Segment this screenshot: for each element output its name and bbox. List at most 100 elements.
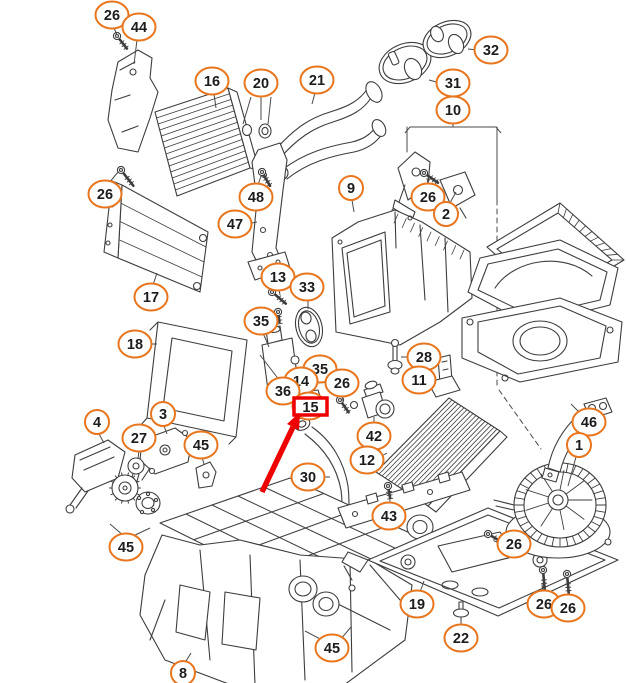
callout-36: 36 [265, 376, 301, 406]
callout-45: 45 [314, 633, 350, 663]
callout-44: 44 [121, 12, 157, 42]
svg-text:42: 42 [366, 429, 382, 445]
callout-32: 32 [473, 35, 509, 65]
insulation-frame [139, 321, 248, 445]
callout-9: 9 [338, 175, 364, 201]
callout-1: 1 [566, 432, 592, 458]
coupler-45a [195, 461, 217, 489]
callout-22: 22 [443, 623, 479, 653]
ac-housing-upper [331, 209, 473, 346]
plug-28 [387, 338, 403, 375]
svg-text:43: 43 [381, 509, 397, 525]
svg-text:36: 36 [275, 384, 291, 400]
svg-text:26: 26 [334, 376, 350, 392]
callout-19: 19 [399, 589, 435, 619]
bracket-43 [337, 471, 471, 529]
callout-46: 46 [571, 407, 607, 437]
couplers-45b [109, 472, 161, 515]
callout-33: 33 [289, 272, 325, 302]
svg-text:45: 45 [118, 540, 134, 556]
callout-45: 45 [183, 430, 219, 460]
bulkhead-gasket-31 [378, 41, 432, 85]
screw-22 [452, 601, 470, 624]
callout-26: 26 [410, 182, 446, 212]
svg-text:26: 26 [506, 537, 522, 553]
svg-text:21: 21 [309, 73, 325, 89]
svg-text:3: 3 [159, 407, 167, 423]
callout-17: 17 [133, 282, 169, 312]
svg-text:26: 26 [420, 190, 436, 206]
highlighted-part-number: 15 [302, 400, 318, 416]
callout-45: 45 [108, 532, 144, 562]
callout-11: 11 [401, 365, 437, 395]
svg-text:28: 28 [416, 350, 432, 366]
callout-30: 30 [290, 462, 326, 492]
callout-26: 26 [87, 179, 123, 209]
callout-26: 26 [94, 0, 130, 30]
coolant-pipes [272, 81, 387, 180]
bracket-47 [247, 142, 291, 281]
svg-text:13: 13 [270, 270, 286, 286]
svg-text:2: 2 [442, 207, 450, 223]
svg-text:12: 12 [359, 453, 375, 469]
svg-text:26: 26 [104, 8, 120, 24]
svg-text:26: 26 [97, 187, 113, 203]
svg-text:1: 1 [575, 438, 583, 454]
callout-4: 4 [84, 409, 110, 435]
callout-2: 2 [433, 201, 459, 227]
svg-text:26: 26 [560, 601, 576, 617]
callout-43: 43 [371, 501, 407, 531]
callout-26: 26 [550, 593, 586, 623]
grommets-45c [288, 565, 356, 617]
highlight-annotation: 15 [259, 396, 329, 494]
callout-8: 8 [170, 660, 196, 683]
evaporator-core [154, 87, 260, 197]
svg-text:27: 27 [131, 431, 147, 447]
callout-42: 42 [356, 421, 392, 451]
callout-31: 31 [435, 68, 471, 98]
svg-text:35: 35 [253, 314, 269, 330]
svg-text:4: 4 [93, 415, 101, 431]
svg-text:17: 17 [143, 290, 159, 306]
svg-text:10: 10 [445, 103, 461, 119]
callout-35: 35 [243, 306, 279, 336]
callout-20: 20 [243, 68, 279, 98]
callout-12: 12 [349, 445, 385, 475]
svg-text:26: 26 [536, 597, 552, 613]
svg-text:22: 22 [453, 631, 469, 647]
callout-26: 26 [496, 529, 532, 559]
callout-21: 21 [299, 65, 335, 95]
shutoff-valve-42 [349, 380, 395, 419]
svg-text:18: 18 [127, 337, 143, 353]
svg-text:11: 11 [411, 373, 426, 389]
svg-text:46: 46 [581, 415, 597, 431]
callout-26: 26 [324, 368, 360, 398]
bulkhead-gasket-32 [422, 19, 472, 59]
pipe-seals [241, 123, 272, 139]
highlight-box-15: 15 [292, 396, 329, 417]
svg-text:45: 45 [324, 641, 340, 657]
svg-text:32: 32 [483, 43, 499, 59]
oval-seal-33 [294, 306, 324, 348]
callout-16: 16 [194, 66, 230, 96]
servo-motor-4 [65, 439, 126, 514]
svg-text:16: 16 [204, 74, 220, 90]
svg-text:19: 19 [409, 597, 425, 613]
blower-fan [493, 462, 612, 559]
callout-13: 13 [260, 262, 296, 292]
svg-text:44: 44 [131, 20, 147, 36]
callout-48: 48 [238, 182, 274, 212]
mounting-bracket-part [107, 49, 159, 153]
callout-27: 27 [121, 423, 157, 453]
callout-3: 3 [150, 401, 176, 427]
callout-10: 10 [435, 95, 471, 125]
svg-text:31: 31 [445, 76, 461, 92]
svg-text:48: 48 [248, 190, 264, 206]
svg-text:9: 9 [347, 181, 355, 197]
blower-scroll-housing [461, 297, 623, 383]
callout-47: 47 [217, 209, 253, 239]
svg-text:45: 45 [193, 438, 209, 454]
